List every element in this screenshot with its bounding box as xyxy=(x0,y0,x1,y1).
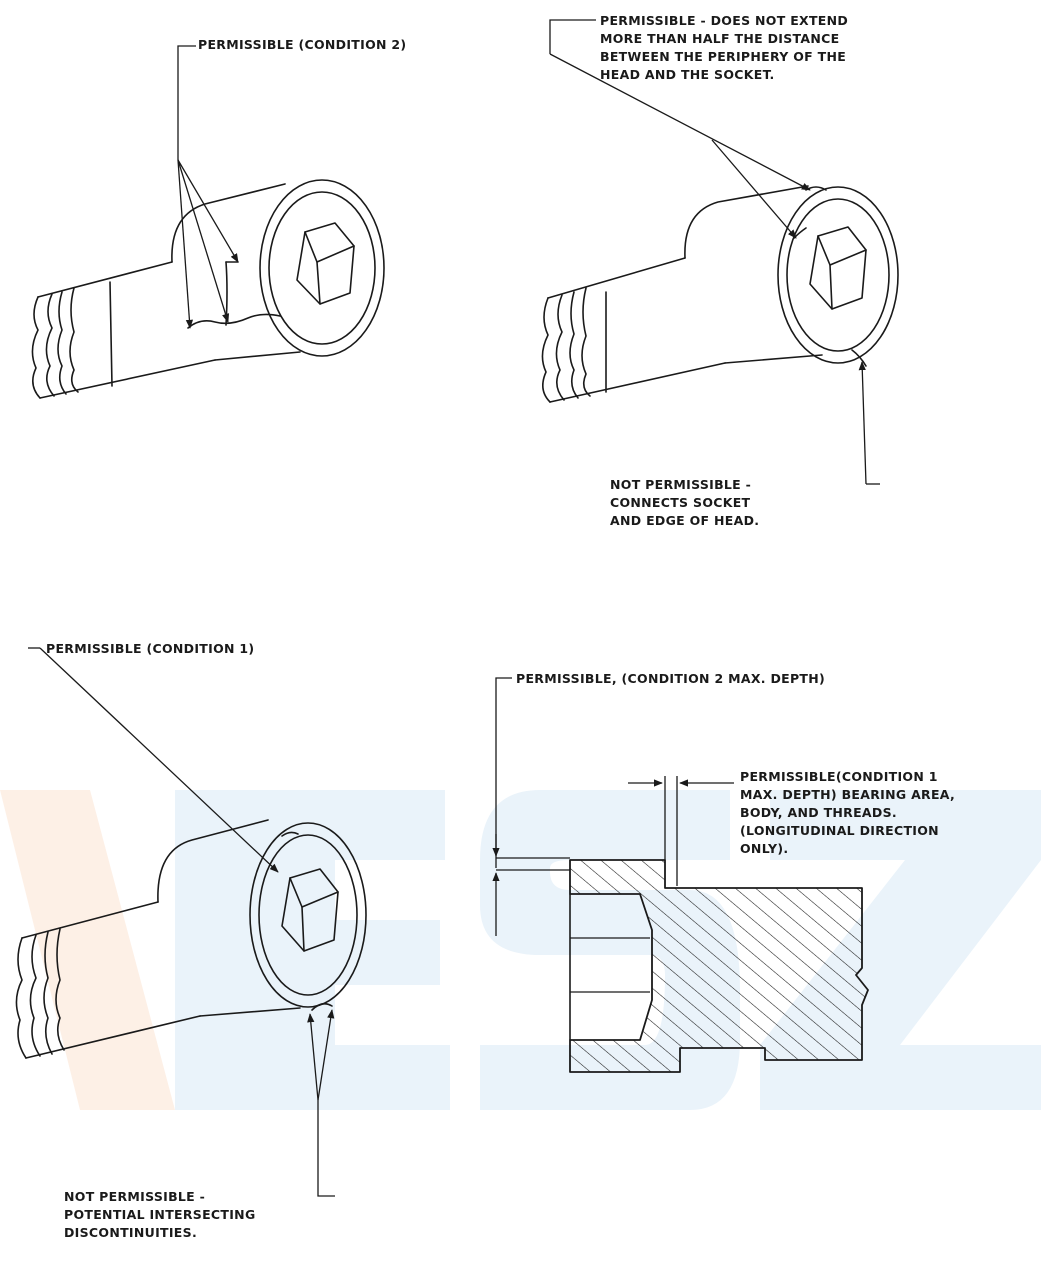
figure-1-leaders xyxy=(177,45,239,329)
fig4-side-line: ONLY). xyxy=(740,841,789,856)
fig2-bottom-line: CONNECTS SOCKET xyxy=(610,495,751,510)
fig4-side-line: MAX. DEPTH) BEARING AREA, xyxy=(740,787,956,802)
fig2-top-line: HEAD AND THE SOCKET. xyxy=(600,67,775,82)
figure-1-bolt xyxy=(31,179,385,399)
fig2-bottom-line: NOT PERMISSIBLE - xyxy=(610,477,752,492)
fig3-bottom-line: DISCONTINUITIES. xyxy=(64,1225,197,1240)
fig4-side-line: BODY, AND THREADS. xyxy=(740,805,897,820)
fig2-top-line: PERMISSIBLE - DOES NOT EXTEND xyxy=(600,13,849,28)
fig4-side-label: PERMISSIBLE(CONDITION 1 MAX. DEPTH) BEAR… xyxy=(740,768,955,858)
fig2-top-label: PERMISSIBLE - DOES NOT EXTEND MORE THAN … xyxy=(600,12,848,84)
fig3-bottom-label: NOT PERMISSIBLE - POTENTIAL INTERSECTING… xyxy=(64,1188,256,1242)
figure-4-dimensions xyxy=(492,677,734,936)
fig3-bottom-line: POTENTIAL INTERSECTING xyxy=(64,1207,256,1222)
figure-2-bolt xyxy=(541,185,899,403)
fig3-bottom-line: NOT PERMISSIBLE - xyxy=(64,1189,206,1204)
figure-3-bolt xyxy=(15,819,367,1059)
fig1-permissible-label: PERMISSIBLE (CONDITION 2) xyxy=(198,37,407,52)
fig2-top-line: MORE THAN HALF THE DISTANCE xyxy=(600,31,840,46)
fig2-bottom-line: AND EDGE OF HEAD. xyxy=(610,513,760,528)
fig4-side-line: PERMISSIBLE(CONDITION 1 xyxy=(740,769,938,784)
fig4-side-line: (LONGITUDINAL DIRECTION xyxy=(740,823,939,838)
figure-4-section xyxy=(569,859,869,1073)
figure-3-leaders xyxy=(28,647,335,1197)
fig2-bottom-label: NOT PERMISSIBLE - CONNECTS SOCKET AND ED… xyxy=(610,476,759,530)
fig3-top-label: PERMISSIBLE (CONDITION 1) xyxy=(46,641,255,656)
figure-2-leaders xyxy=(549,19,880,485)
fig4-top-label: PERMISSIBLE, (CONDITION 2 MAX. DEPTH) xyxy=(516,671,826,686)
fig2-top-line: BETWEEN THE PERIPHERY OF THE xyxy=(600,49,847,64)
